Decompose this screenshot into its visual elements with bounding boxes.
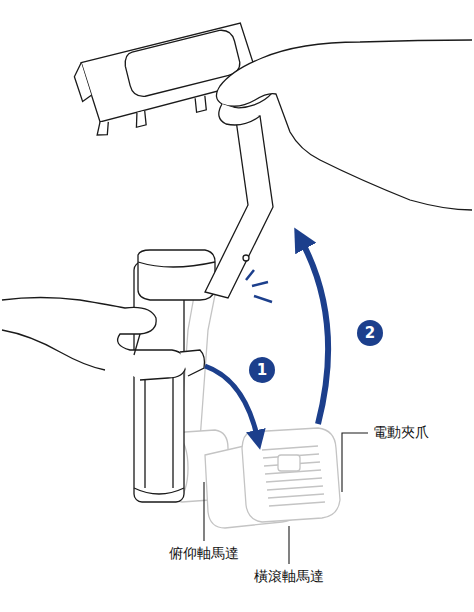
fold-arrow <box>205 366 258 440</box>
callout-number: 2 <box>357 320 383 346</box>
callout-number: 1 <box>249 357 275 383</box>
part-label: 電動夾爪 <box>372 424 430 441</box>
right-hand <box>216 40 472 210</box>
folded-ghost <box>168 285 340 528</box>
part-label: 橫滾軸馬達 <box>253 568 325 585</box>
callout-number-text: 2 <box>365 326 375 341</box>
motion-ticks <box>246 270 272 302</box>
part-label: 俯仰軸馬達 <box>168 545 240 562</box>
callout-number-text: 1 <box>257 363 267 378</box>
left-hand <box>2 298 205 381</box>
unfold-arrow <box>300 238 328 424</box>
